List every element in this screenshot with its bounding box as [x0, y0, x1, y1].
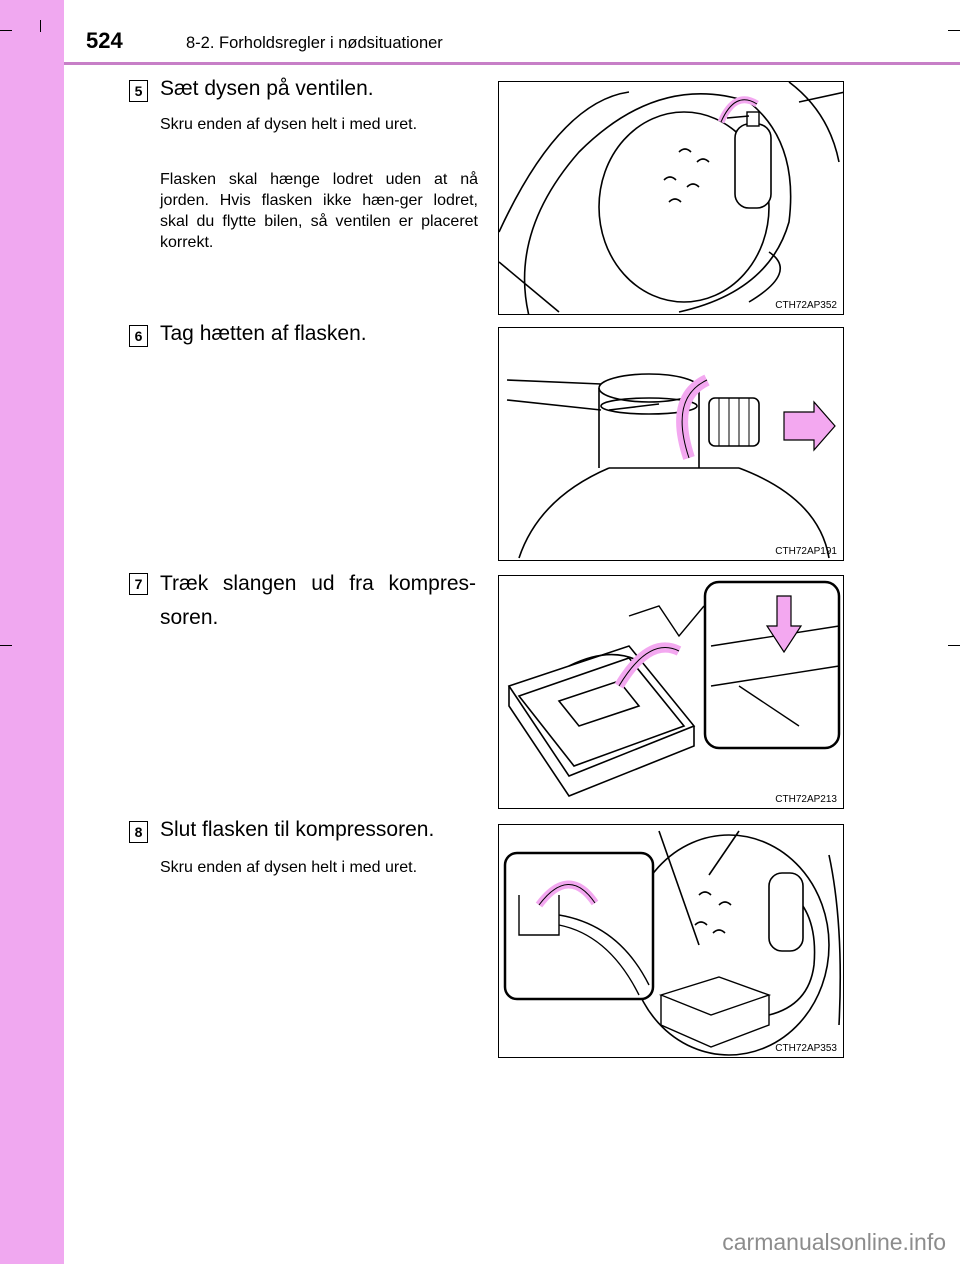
- figure-pull-hose: CTH72AP213: [498, 575, 844, 809]
- step-title: Sæt dysen på ventilen.: [160, 77, 374, 100]
- figure-code: CTH72AP213: [775, 794, 837, 805]
- crop-mark: [948, 30, 960, 31]
- figure-code: CTH72AP191: [775, 546, 837, 557]
- header-rule: [64, 62, 960, 65]
- compressor-hose-illustration: [507, 580, 841, 797]
- step-title: Tag hætten af flasken.: [160, 322, 367, 345]
- figure-remove-cap: CTH72AP191: [498, 327, 844, 561]
- figure-nozzle-on-valve: CTH72AP352: [498, 81, 844, 315]
- page-number: 524: [86, 28, 123, 53]
- figure-code: CTH72AP352: [775, 300, 837, 311]
- step-description: Skru enden af dysen helt i med uret.: [160, 859, 418, 876]
- step-number-badge: 5: [129, 80, 148, 102]
- side-tab-strip: [0, 0, 64, 1264]
- wheel-valve-illustration: [499, 82, 843, 314]
- bottle-cap-illustration: [506, 373, 836, 559]
- crop-mark: [0, 30, 12, 31]
- section-title: 8-2. Forholdsregler i nødsituationer: [186, 34, 443, 52]
- step-description: Skru enden af dysen helt i med uret.: [160, 116, 418, 133]
- bottle-compressor-illustration: [503, 830, 842, 1056]
- step-title: Slut flasken til kompressoren.: [160, 818, 435, 841]
- watermark-text: carmanualsonline.info: [722, 1229, 946, 1255]
- crop-mark: [0, 645, 12, 646]
- crop-mark: [948, 645, 960, 646]
- step-number-badge: 7: [129, 573, 148, 595]
- figure-connect-bottle: CTH72AP353: [498, 824, 844, 1058]
- step-title: Træk slangen ud fra kompres-soren.: [160, 572, 476, 629]
- step-number-badge: 6: [129, 325, 148, 347]
- figure-code: CTH72AP353: [775, 1043, 837, 1054]
- step-number-badge: 8: [129, 821, 148, 843]
- step-description: Flasken skal hænge lodret uden at nå jor…: [160, 171, 478, 251]
- crop-mark: [40, 20, 41, 32]
